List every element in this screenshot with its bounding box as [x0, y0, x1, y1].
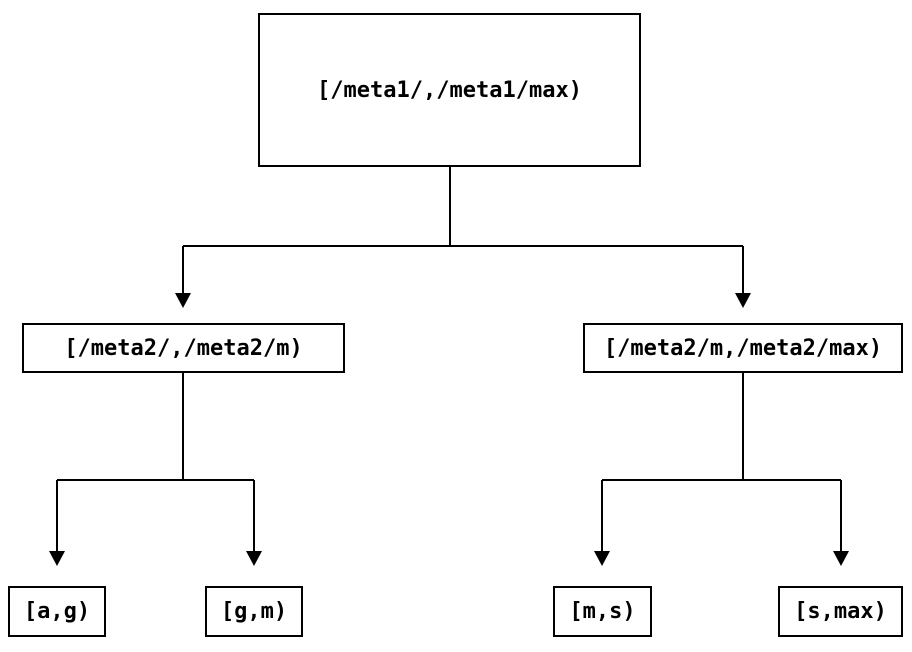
tree-node-left-label: [/meta2/,/meta2/m) — [64, 335, 303, 361]
tree-node-root-label: [/meta1/,/meta1/max) — [317, 77, 582, 103]
tree-node-leaf-smax-label: [s,max) — [794, 599, 887, 624]
tree-node-leaf-ag-label: [a,g) — [23, 599, 91, 624]
tree-node-right-label: [/meta2/m,/meta2/max) — [603, 335, 883, 361]
tree-node-root: [/meta1/,/meta1/max) — [258, 13, 641, 167]
arrowhead-to-right-icon — [735, 293, 751, 308]
arrowhead-to-smax-icon — [833, 551, 849, 566]
tree-node-leaf-smax: [s,max) — [778, 586, 903, 637]
tree-node-leaf-ag: [a,g) — [8, 586, 106, 637]
tree-node-right: [/meta2/m,/meta2/max) — [583, 323, 903, 373]
arrowhead-to-ms-icon — [594, 551, 610, 566]
tree-node-leaf-gm: [g,m) — [205, 586, 303, 637]
tree-node-left: [/meta2/,/meta2/m) — [22, 323, 345, 373]
tree-node-leaf-ms-label: [m,s) — [569, 599, 636, 624]
arrowhead-to-ag-icon — [49, 551, 65, 566]
tree-node-leaf-ms: [m,s) — [553, 586, 652, 637]
arrowhead-to-gm-icon — [246, 551, 262, 566]
tree-node-leaf-gm-label: [g,m) — [220, 599, 288, 624]
arrowhead-to-left-icon — [175, 293, 191, 308]
